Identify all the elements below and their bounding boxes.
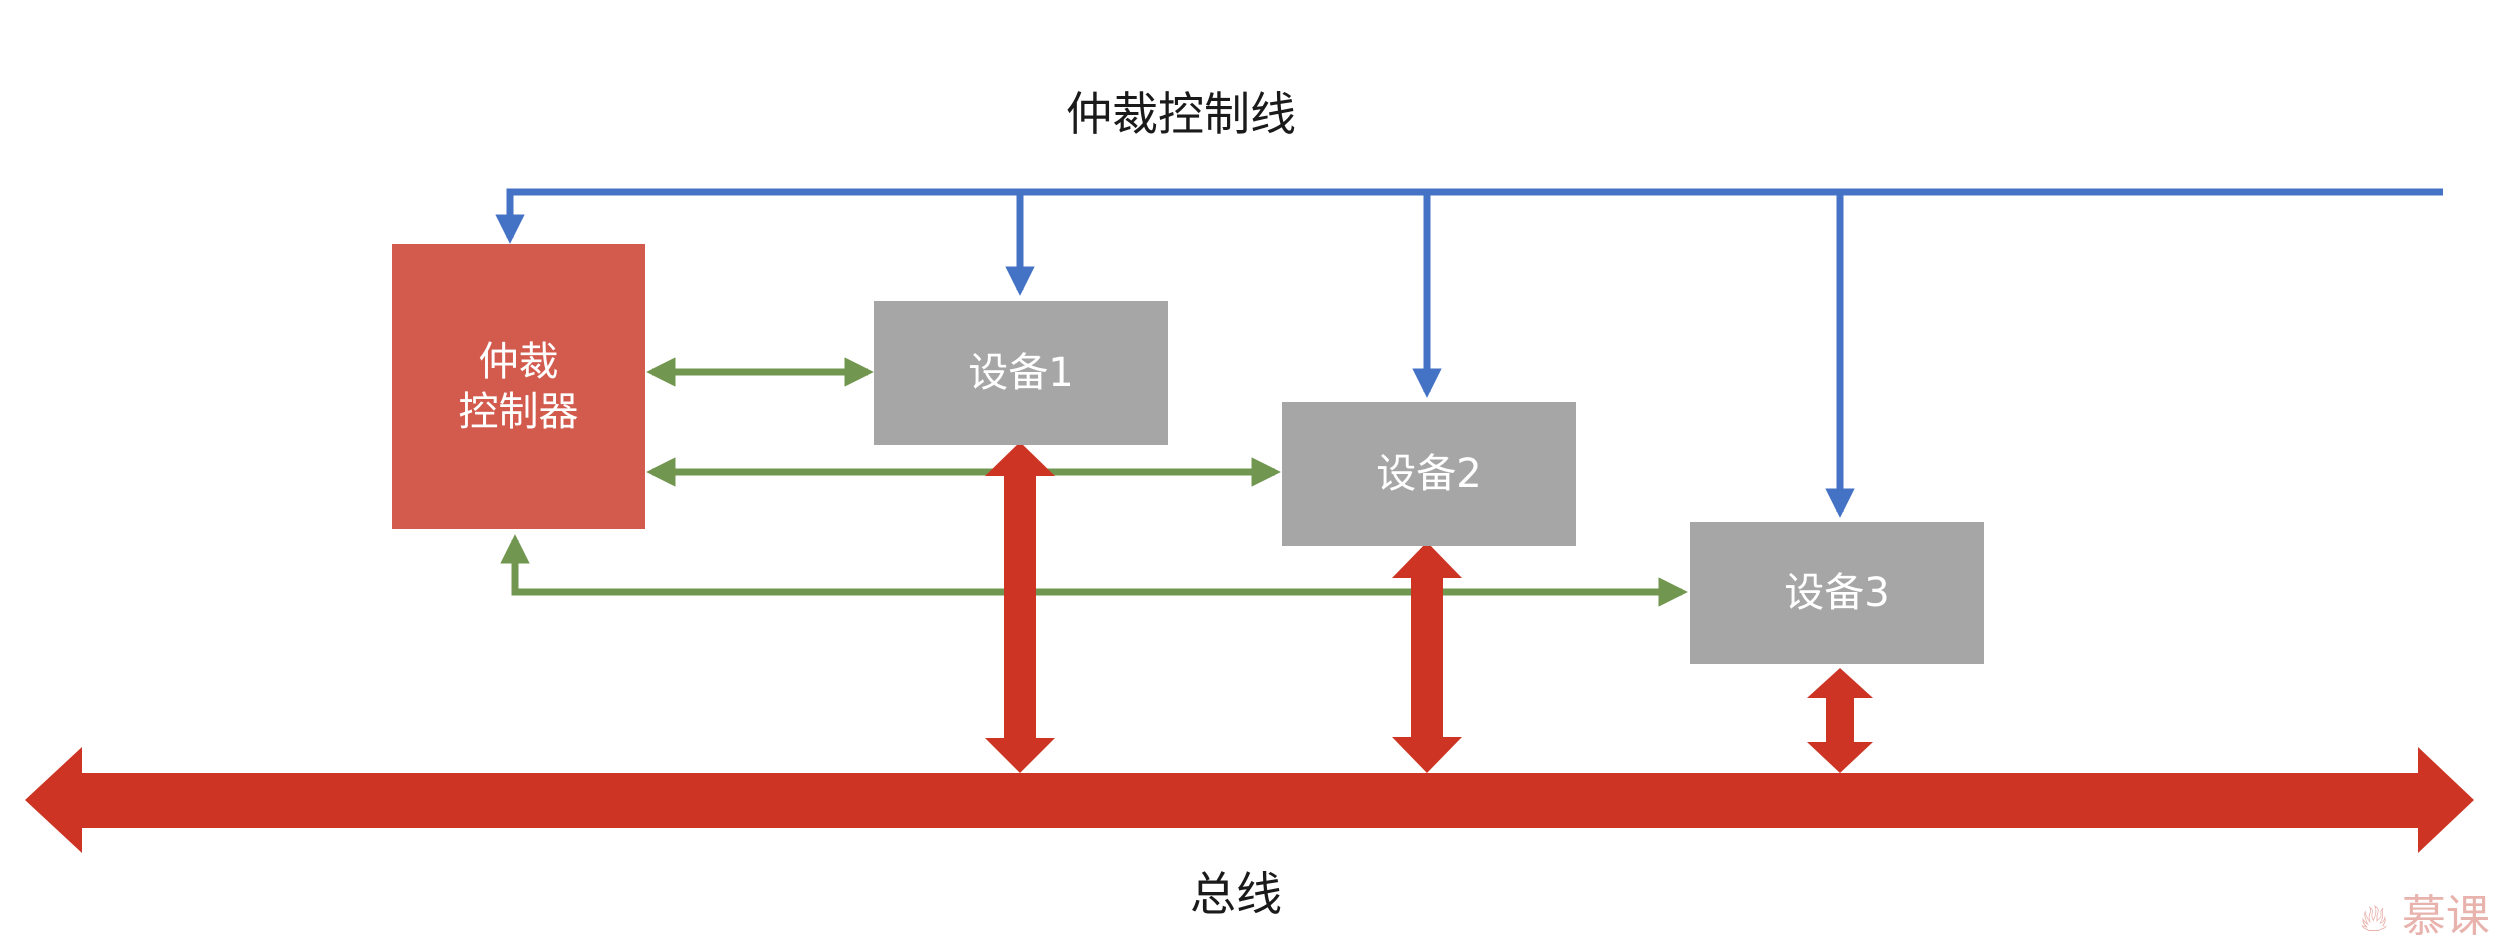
device-label-3: 设备3 [1784,570,1890,616]
system-bus [25,747,2474,853]
arbiter-controller-box: 仲裁 控制器 [392,244,645,529]
flame-logo-icon: 🔥︎ [2360,896,2388,940]
control-line-main [495,188,2443,244]
bus-connector-device2 [1392,542,1462,773]
device-label-2: 设备2 [1376,451,1482,497]
device-label-1: 设备1 [968,350,1074,396]
arbiter-label-line1: 仲裁 [478,338,559,385]
device-box-2: 设备2 [1282,402,1576,546]
arbiter-label-line2: 控制器 [458,388,579,435]
bus-label: 总线 [1190,867,1282,921]
arbiter-controller-label: 仲裁 控制器 [459,337,579,437]
bus-connector-device1 [985,442,1055,773]
device-box-1: 设备1 [874,301,1168,445]
arbiter-device-lines [500,357,1688,607]
green-line-device3 [500,534,1688,607]
device-bus-connectors [985,442,1873,773]
device-box-3: 设备3 [1690,522,1984,664]
arbitration-control-line [495,188,2443,518]
control-line-title: 仲裁控制线 [1066,87,1296,141]
watermark: 🔥︎ 慕课 [2360,880,2490,944]
bus-connector-device3 [1807,668,1873,773]
watermark-text: 慕课 [2401,891,2490,942]
